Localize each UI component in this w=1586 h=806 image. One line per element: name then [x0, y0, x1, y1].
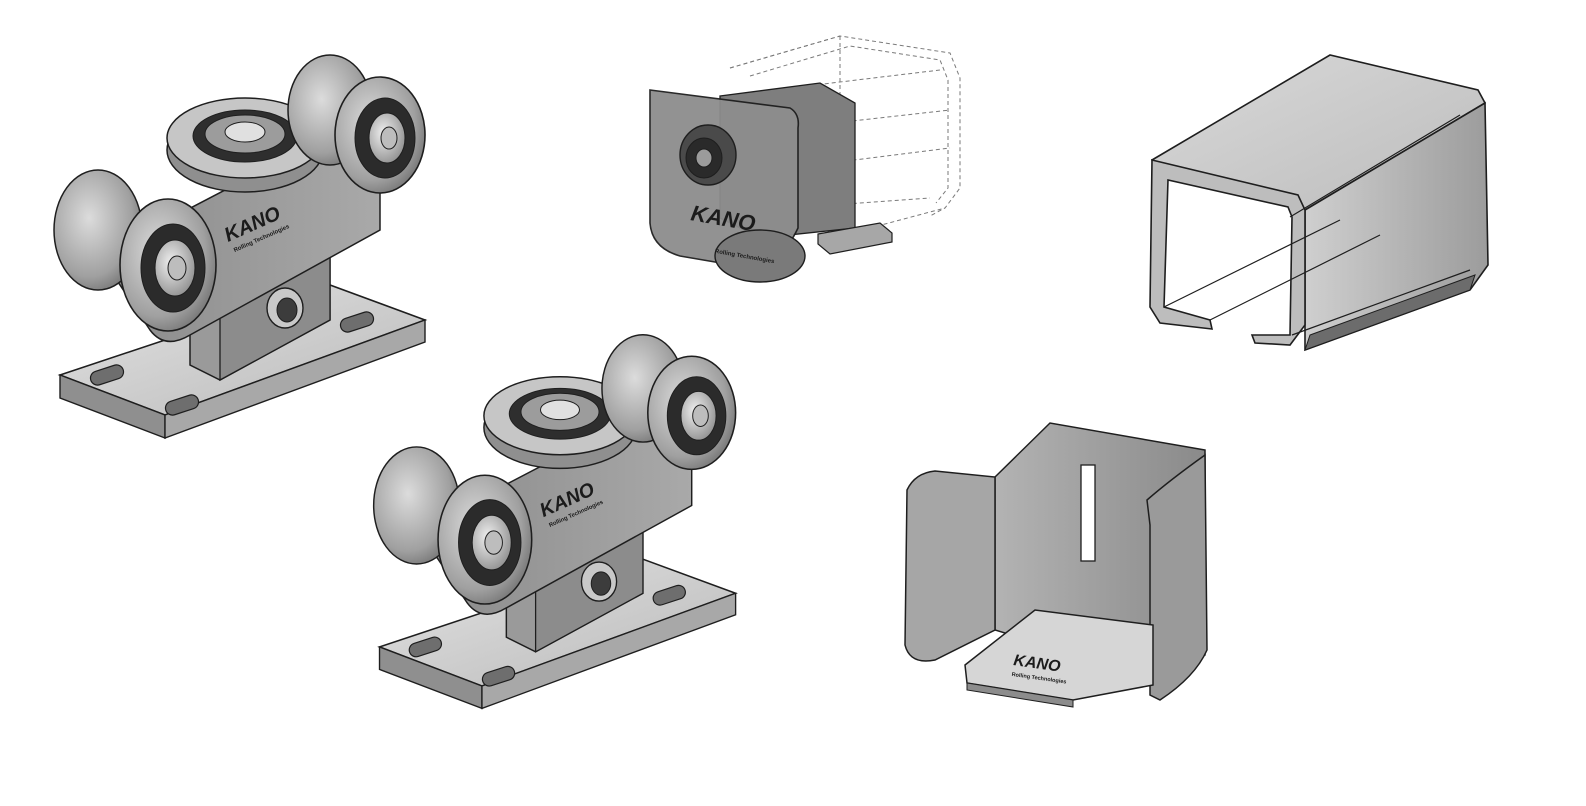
cap-roller [714, 229, 806, 283]
gate-rail-profile-drawing [1149, 54, 1489, 352]
end-cap-roller-drawing: KANO Rolling Technologies [649, 35, 961, 283]
bracket-slot [1080, 464, 1096, 562]
roller-carriage-small-drawing: KANO Rolling Technologies [372, 334, 738, 710]
rail-inner-lines [1163, 114, 1471, 336]
ghost-rail-outline [729, 35, 961, 229]
rail-bracket: KANO Rolling Technologies [895, 415, 1225, 715]
cap-tab [817, 222, 893, 255]
roller-carriage-large: KANO Rolling Technologies [40, 30, 450, 470]
guide-wheel [166, 97, 324, 193]
roller-carriage-large-drawing: KANO Rolling Technologies [53, 54, 428, 440]
end-cap-roller: KANO Rolling Technologies [640, 28, 970, 288]
svg-text:KANO: KANO [1012, 652, 1062, 675]
rail-profile-end [1149, 158, 1306, 346]
bracket-left-flange [904, 470, 996, 662]
wheel-rear-right [601, 334, 737, 471]
rail-bracket-drawing: KANO Rolling Technologies [904, 422, 1208, 708]
gate-rail-profile [1140, 45, 1500, 365]
wheel-front-left [372, 446, 533, 605]
roller-carriage-small: KANO Rolling Technologies [360, 310, 760, 740]
bracket-right-flange [1146, 453, 1208, 701]
wheel-rear-right [287, 54, 426, 194]
cap-bolt [679, 124, 737, 186]
wheel-front-left [53, 169, 217, 332]
